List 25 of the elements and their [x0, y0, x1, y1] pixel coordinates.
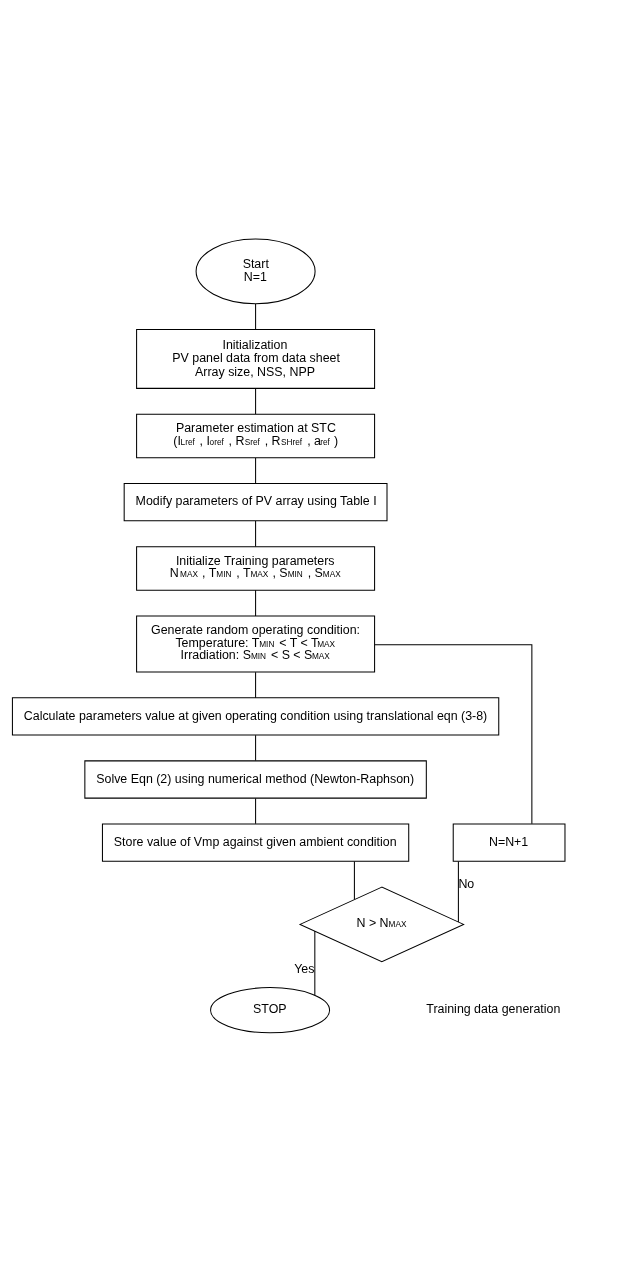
node-box: Modify parameters of PV array using Table I [123, 483, 388, 522]
node-box: Initialize Training parameters NMAX , TMIN , TMAX , SMIN , SMAX [136, 546, 376, 591]
connector [374, 644, 533, 825]
connector [255, 303, 257, 330]
connector [255, 671, 257, 699]
node-box: Parameter estimation at STC (ILref , Ioref , RSref , RSHref , aref ) [136, 413, 376, 459]
node-box: Calculate parameters value at given operating condition using translational eqn (3-8) [11, 697, 500, 736]
connector [353, 861, 355, 900]
connector [255, 520, 257, 548]
connector [255, 589, 257, 617]
node-box: Initialization PV panel data from data sheet Array size, NSS, NPP [136, 328, 376, 389]
edge-label: Yes [294, 961, 315, 976]
node-ellipse: Start N=1 [195, 238, 316, 305]
node-box: Generate random operating condition: Temperature: TMIN < T < TMAX Irradiation: SMIN < S < SMAX [136, 615, 376, 673]
node-box: Store value of Vmp against given ambient condition [101, 823, 410, 862]
node-box: Solve Eqn (2) using numerical method (Newton-Raphson) [84, 760, 427, 799]
connector [255, 734, 257, 762]
connector [255, 387, 257, 415]
connector [314, 930, 316, 996]
node-ellipse: STOP [210, 987, 331, 1034]
label: Training data generation [426, 1002, 561, 1017]
connector [255, 797, 257, 825]
node-box: N=N+1 [452, 823, 566, 862]
connector [255, 457, 257, 485]
connector [457, 861, 459, 923]
